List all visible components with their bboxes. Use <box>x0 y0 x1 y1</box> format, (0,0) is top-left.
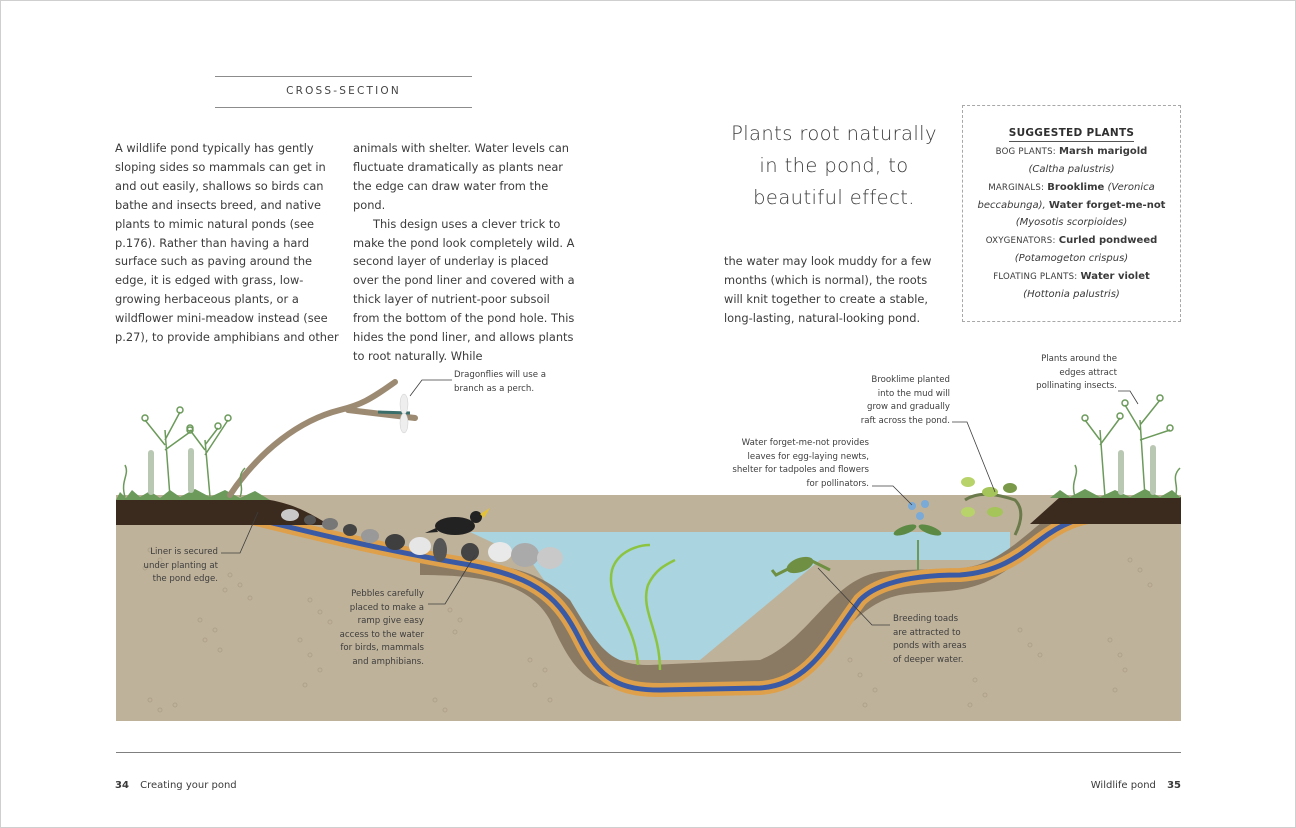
page-number-right: 35 <box>1167 780 1181 791</box>
plant-latin: (Potamogeton crispus) <box>1014 253 1129 264</box>
footer-rule <box>116 752 1181 753</box>
plant-entry-bog: BOG PLANTS: Marsh marigold (Caltha palus… <box>963 143 1180 178</box>
callout-edges: Plants around the edges attract pollinat… <box>1016 353 1117 394</box>
callout-toads: Breeding toads are attracted to ponds wi… <box>893 613 966 667</box>
callout-brooklime: Brooklime planted into the mud will grow… <box>850 374 950 428</box>
running-head-left: Creating your pond <box>140 780 237 791</box>
callout-line: raft across the pond. <box>860 415 950 426</box>
plant-name: Marsh marigold <box>1059 146 1148 157</box>
callout-line: for birds, mammals <box>340 643 424 653</box>
plant-latin: beccabunga), <box>977 200 1046 211</box>
callout-leader-lines <box>221 379 1139 626</box>
callout-line: Liner is secured <box>150 547 218 557</box>
plant-category: OXYGENATORS: <box>985 236 1056 246</box>
plant-entry-floating: FLOATING PLANTS: Water violet (Hottonia … <box>963 268 1180 303</box>
callout-line: branch as a perch. <box>454 383 535 394</box>
callout-line: are attracted to <box>893 627 961 638</box>
plant-category: FLOATING PLANTS: <box>993 272 1078 282</box>
plant-entry-marginals: MARGINALS: Brooklime (Veronica beccabung… <box>963 179 1180 231</box>
callout-line: Dragonflies will use a <box>454 370 547 380</box>
body-column-3: the water may look muddy for a few month… <box>724 252 934 328</box>
plant-latin: (Myosotis scorpioides) <box>1015 217 1128 228</box>
callout-forget-me-not: Water forget-me-not provides leaves for … <box>700 437 869 491</box>
footer-right: Wildlife pond 35 <box>1091 780 1181 791</box>
plant-name: Brooklime <box>1047 182 1105 193</box>
curled-pondweed <box>609 543 676 671</box>
callout-line: into the mud will <box>877 388 950 399</box>
callout-line: Breeding toads <box>893 614 959 624</box>
plant-entry-oxygenators: OXYGENATORS: Curled pondweed (Potamogeto… <box>963 232 1180 267</box>
water <box>470 532 1010 660</box>
body-column-1: A wildlife pond typically has gently slo… <box>115 139 340 347</box>
callout-line: Brooklime planted <box>871 375 950 385</box>
pull-quote: Plants root naturally in the pond, to be… <box>720 118 948 214</box>
plant-name: Curled pondweed <box>1058 235 1158 246</box>
seed-heads-left <box>148 448 194 495</box>
callout-line: for pollinators. <box>806 478 869 489</box>
heading-rule-top <box>215 76 472 77</box>
meadow-plants-right <box>1072 394 1181 498</box>
footer-left: 34 Creating your pond <box>115 780 237 791</box>
callout-line: of deeper water. <box>893 654 964 665</box>
plant-latin: (Caltha palustris) <box>1028 164 1115 175</box>
water-forget-me-not <box>893 500 942 570</box>
plant-latin: (Hottonia palustris) <box>1023 289 1120 300</box>
meadow-plants-left <box>122 406 246 498</box>
pond-liner <box>217 507 1113 693</box>
callout-line: access to the water <box>339 629 424 640</box>
section-heading: CROSS-SECTION <box>286 85 401 97</box>
callout-liner: Liner is secured under planting at the p… <box>118 546 218 587</box>
callout-line: the pond edge. <box>152 574 218 584</box>
body-paragraph: the water may look muddy for a few month… <box>724 254 932 325</box>
topsoil-right <box>1030 497 1181 524</box>
callout-line: Plants around the <box>1041 354 1117 364</box>
body-paragraph: A wildlife pond typically has gently slo… <box>115 141 339 345</box>
callout-dragonflies: Dragonflies will use a branch as a perch… <box>454 369 546 396</box>
pull-quote-line: Plants root naturally <box>731 122 937 145</box>
callout-line: pollinating insects. <box>1036 381 1117 391</box>
callout-line: leaves for egg-laying newts, <box>747 451 869 462</box>
soil-texture <box>142 547 1153 713</box>
grass-right <box>1050 489 1181 498</box>
pebbles <box>281 509 563 569</box>
callout-line: shelter for tadpoles and flowers <box>732 465 869 475</box>
page-number-left: 34 <box>115 780 129 791</box>
pull-quote-line: in the pond, to <box>759 154 909 177</box>
seed-heads-right <box>1118 445 1156 495</box>
pull-quote-line: beautiful effect. <box>753 186 915 209</box>
body-paragraph: This design uses a clever trick to make … <box>353 216 575 363</box>
running-head-right: Wildlife pond <box>1090 780 1156 791</box>
plant-latin: (Veronica <box>1107 182 1155 193</box>
suggested-plants-box: SUGGESTED PLANTS BOG PLANTS: Marsh marig… <box>962 105 1181 322</box>
toad <box>770 556 831 577</box>
callout-line: ramp give easy <box>357 616 424 626</box>
branch <box>227 379 418 498</box>
heading-rule-bottom <box>215 107 472 108</box>
plant-name: Water forget-me-not <box>1048 200 1166 211</box>
dragonfly <box>377 393 411 434</box>
plant-category: BOG PLANTS: <box>995 147 1056 157</box>
callout-line: Pebbles carefully <box>351 589 424 599</box>
callout-pebbles: Pebbles carefully placed to make a ramp … <box>320 588 424 669</box>
callout-line: ponds with areas <box>893 641 967 651</box>
callout-line: placed to make a <box>349 602 424 613</box>
suggested-plants-title: SUGGESTED PLANTS <box>1008 127 1135 142</box>
plant-name: Water violet <box>1080 271 1150 282</box>
body-paragraph: animals with shelter. Water levels can f… <box>353 141 570 212</box>
callout-line: and amphibians. <box>352 656 424 667</box>
callout-line: edges attract <box>1059 367 1117 378</box>
plant-category: MARGINALS: <box>988 183 1045 193</box>
callout-line: under planting at <box>143 560 218 571</box>
topsoil-left <box>116 500 330 525</box>
callout-line: grow and gradually <box>866 402 950 412</box>
body-column-2: animals with shelter. Water levels can f… <box>353 139 575 366</box>
starling-bird <box>425 508 490 535</box>
callout-line: Water forget-me-not provides <box>741 438 869 448</box>
